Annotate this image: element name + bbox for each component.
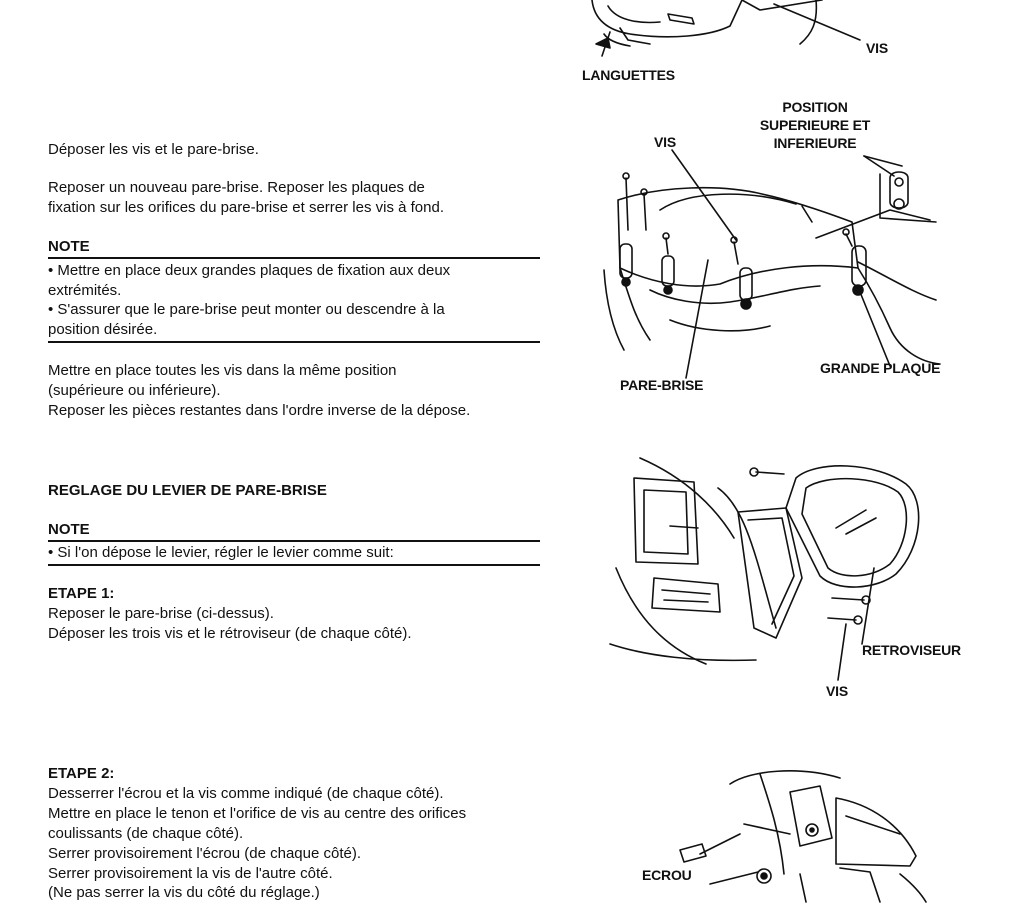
- note-bullet-1-line-1: • Mettre en place deux grandes plaques d…: [48, 262, 451, 279]
- note-heading-2: NOTE: [48, 521, 90, 538]
- label-position-line-1: POSITION: [782, 99, 848, 115]
- step-1-heading: ETAPE 1:: [48, 585, 115, 602]
- label-languettes: LANGUETTES: [582, 67, 675, 83]
- note-bottom-rule-2: [48, 564, 540, 566]
- instruction-install-windscreen-line-1: Reposer un nouveau pare-brise. Reposer l…: [48, 179, 425, 196]
- instruction-screws-line-2: (supérieure ou inférieure).: [48, 382, 221, 399]
- label-position-line-2: SUPERIEURE ET: [759, 117, 871, 133]
- instruction-screws-line-3: Reposer les pièces restantes dans l'ordr…: [48, 402, 471, 419]
- step-2-line-4: Serrer provisoirement l'écrou (de chaque…: [48, 845, 362, 862]
- label-grande-plaque: GRANDE PLAQUE: [820, 360, 941, 376]
- mirror-illustration: [606, 448, 976, 668]
- note-bottom-rule-1: [48, 341, 540, 343]
- instruction-install-windscreen-line-2: fixation sur les orifices du pare-brise …: [48, 199, 444, 216]
- note-2-bullet-1: • Si l'on dépose le levier, régler le le…: [48, 544, 394, 561]
- note-bullet-2-line-2: position désirée.: [48, 321, 158, 338]
- windscreen-tabs-illustration: [560, 0, 1000, 72]
- label-vis-top: VIS: [866, 40, 888, 56]
- label-position-line-3: INFERIEURE: [773, 135, 857, 151]
- note-bullet-2-line-1: • S'assurer que le pare-brise peut monte…: [48, 301, 445, 318]
- label-vis-windscreen: VIS: [654, 134, 676, 150]
- note-top-rule-1: [48, 257, 540, 259]
- label-pare-brise: PARE-BRISE: [620, 377, 704, 393]
- instruction-screws-line-1: Mettre en place toutes les vis dans la m…: [48, 362, 397, 379]
- lever-nut-illustration: [640, 764, 960, 902]
- windscreen-illustration: [590, 150, 970, 382]
- step-1-line-2: Déposer les trois vis et le rétroviseur …: [48, 625, 412, 642]
- step-2-line-1: Desserrer l'écrou et la vis comme indiqu…: [48, 785, 444, 802]
- note-heading-1: NOTE: [48, 238, 90, 255]
- step-2-line-5: Serrer provisoirement la vis de l'autre …: [48, 865, 333, 882]
- step-2-line-3: coulissants (de chaque côté).: [48, 825, 244, 842]
- step-2-line-2: Mettre en place le tenon et l'orifice de…: [48, 805, 467, 822]
- note-bullet-1-line-2: extrémités.: [48, 282, 122, 299]
- instruction-remove-windscreen: Déposer les vis et le pare-brise.: [48, 141, 259, 158]
- section-heading: REGLAGE DU LEVIER DE PARE-BRISE: [48, 482, 327, 499]
- label-vis-mirror: VIS: [826, 683, 848, 699]
- step-2-heading: ETAPE 2:: [48, 765, 115, 782]
- step-1-line-1: Reposer le pare-brise (ci-dessus).: [48, 605, 274, 622]
- label-retroviseur: RETROVISEUR: [862, 642, 961, 658]
- note-top-rule-2: [48, 540, 540, 542]
- step-2-line-6: (Ne pas serrer la vis du côté du réglage…: [48, 884, 320, 901]
- label-ecrou: ECROU: [642, 867, 692, 883]
